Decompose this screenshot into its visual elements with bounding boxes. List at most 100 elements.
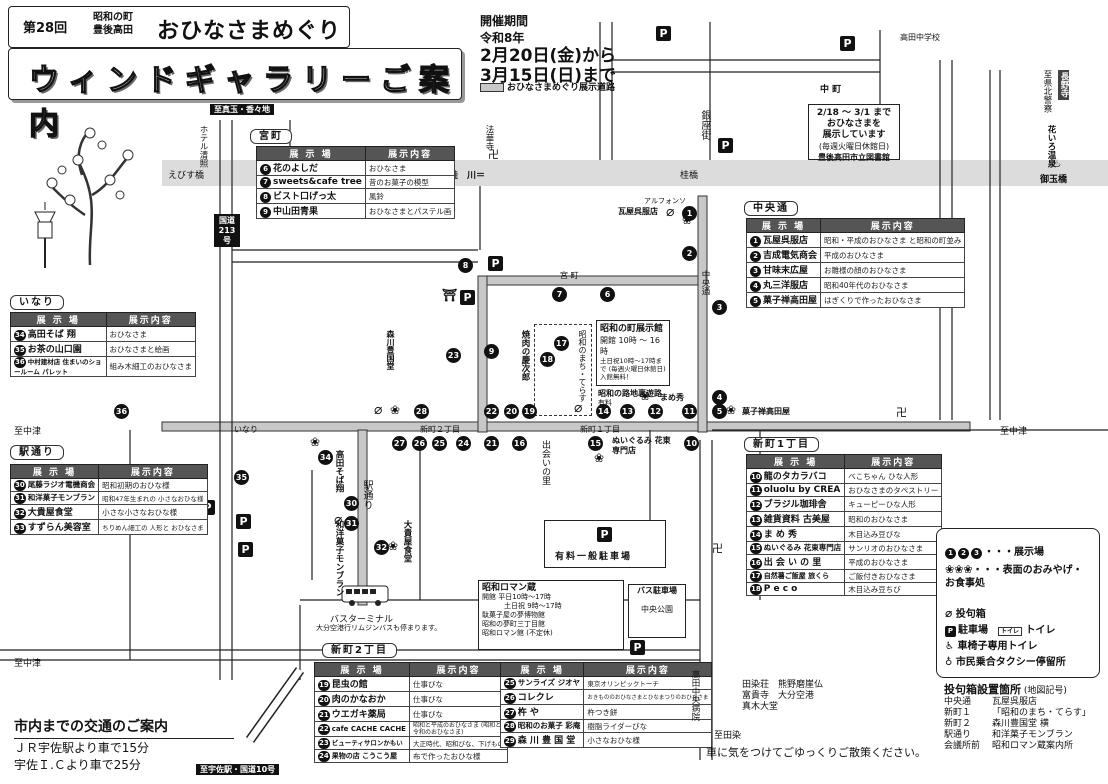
pin-27[interactable]: 27	[392, 436, 407, 451]
pin-13[interactable]: 13	[620, 404, 635, 419]
pin-35[interactable]: 35	[234, 470, 249, 485]
pin-25[interactable]: 25	[432, 436, 447, 451]
pin-36[interactable]: 36	[114, 404, 129, 419]
pin-30[interactable]: 30	[344, 496, 359, 511]
venue-content: 平成のおひなさま	[844, 554, 943, 570]
pin-3[interactable]: 3	[712, 300, 727, 315]
venue-content: 木目込み豆びな	[844, 526, 943, 542]
pin-2[interactable]: 2	[682, 246, 697, 261]
monburan-label: 和洋菓子モンブラン	[334, 520, 344, 597]
pin-12[interactable]: 12	[648, 404, 663, 419]
to-police: 至県北警察	[1042, 70, 1052, 113]
pin-21[interactable]: 21	[484, 436, 499, 451]
katsura-bridge-label: 桂橋	[680, 171, 699, 181]
hana-onsen: 花いろ温泉	[1046, 125, 1056, 168]
wheelchair-icon: ♿	[945, 641, 954, 652]
pin-4[interactable]: 4	[712, 390, 727, 405]
venue-name: 龍のタカラバコ	[763, 472, 827, 482]
pin-16[interactable]: 16	[512, 436, 527, 451]
pin-23[interactable]: 23	[446, 348, 461, 363]
col-content: 展示内容	[364, 146, 456, 161]
pin-32[interactable]: 32	[374, 540, 389, 555]
pin-9[interactable]: 9	[484, 344, 499, 359]
pin-6[interactable]: 6	[600, 287, 615, 302]
omiyage-flower-icon: ❀	[682, 213, 693, 227]
chuodori-tag: 中央通	[744, 201, 798, 216]
library-title: 2/18 〜 3/1 まで	[816, 108, 892, 118]
row-number: 10	[750, 472, 762, 483]
row-number: 24	[318, 750, 330, 762]
pin-20[interactable]: 20	[504, 404, 519, 419]
pin-19[interactable]: 19	[522, 404, 537, 419]
venue-name: sweets&cafe tree	[273, 176, 362, 187]
pin-24[interactable]: 24	[456, 436, 471, 451]
pin-34[interactable]: 34	[318, 450, 333, 465]
postbox-icon: ⌀	[574, 400, 583, 416]
pin-7[interactable]: 7	[552, 287, 567, 302]
pin-8[interactable]: 8	[458, 258, 473, 273]
pin-15[interactable]: 15	[588, 436, 603, 451]
row-number: 6	[260, 164, 271, 175]
legend-taxi: ♁ 市民乗合タクシー停留所	[945, 657, 1066, 668]
pin-14[interactable]: 14	[596, 404, 611, 419]
pin-26[interactable]: 26	[412, 436, 427, 451]
nuigurumi-label: ぬいぐるみ 花東専門店	[612, 436, 671, 455]
period-end: 3月15日(日)まで	[480, 66, 617, 86]
pin-11[interactable]: 11	[682, 404, 697, 419]
shinmachi2-section: 新町2丁目	[322, 638, 397, 658]
pin-17[interactable]: 17	[554, 336, 569, 351]
taxi-stop-icon: ♁	[945, 657, 953, 668]
lantern-icon	[30, 200, 60, 270]
pin-18[interactable]: 18	[540, 352, 555, 367]
pin-28[interactable]: 28	[414, 404, 429, 419]
pin-31[interactable]: 31	[344, 516, 359, 531]
pin-10[interactable]: 10	[684, 436, 699, 451]
edition: 第28回	[23, 21, 68, 36]
venue-content: 昭和と平成のおひなさま (昭和と令和のおひなさま)	[408, 721, 508, 737]
col-venue: 展 示 場	[745, 218, 822, 233]
pin-22[interactable]: 22	[484, 404, 499, 419]
venue-content: 昭和初期のおひな様	[98, 478, 208, 492]
postbox-icon: ⌀	[334, 512, 343, 528]
tourist-sites: 田染荘 熊野磨崖仏 富貴寺 大分空港 真木大堂	[742, 680, 823, 713]
pin-5[interactable]: 5	[712, 404, 727, 419]
pin-1[interactable]: 1	[682, 206, 697, 221]
